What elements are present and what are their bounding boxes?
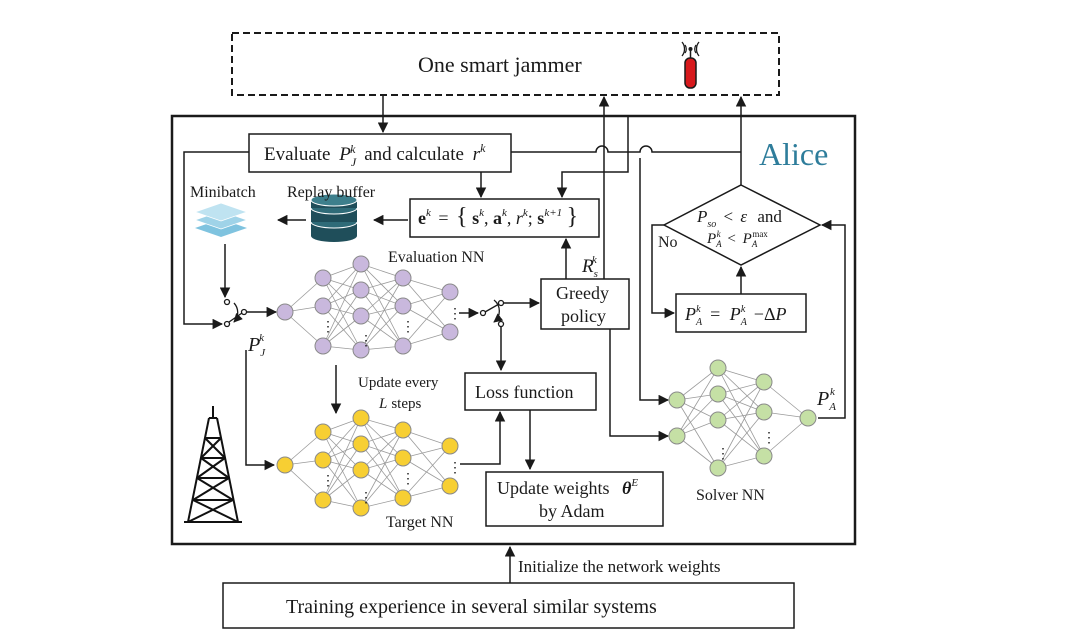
eval-neuron [394, 297, 412, 315]
pa-output-label: PAk [816, 386, 836, 413]
update-every-label: Update every [358, 375, 439, 391]
loss-function-label: Loss function [475, 382, 574, 402]
update-weights-box [485, 471, 664, 527]
solver-neuron [709, 385, 727, 403]
greedy-line2: policy [561, 306, 606, 326]
solver-neuron [709, 411, 727, 429]
eval-neuron [352, 341, 370, 359]
greedy-line1: Greedy [556, 283, 609, 303]
eval-neuron [441, 323, 459, 341]
target-ellipsis: ⋮ [359, 491, 373, 506]
target-neuron [394, 449, 412, 467]
minibatch-layers-icon [193, 202, 249, 237]
training-label: Training experience in several similar s… [286, 596, 657, 618]
eval-ellipsis: ⋮ [359, 334, 373, 349]
target-ellipsis: ⋮ [401, 472, 415, 487]
alice-label: Alice [759, 136, 828, 172]
no-label: No [658, 234, 678, 251]
eval-neuron [394, 337, 412, 355]
eval-neuron [394, 269, 412, 287]
eval-neuron [314, 337, 332, 355]
training-box [222, 582, 795, 629]
target-neuron [394, 489, 412, 507]
update-weights-line2: by Adam [539, 501, 605, 521]
input-switch [223, 298, 248, 328]
target-ellipsis: ⋮ [448, 461, 462, 476]
connectors [183, 95, 846, 471]
decision-line1: Pso < ε and [696, 207, 782, 231]
solver-nn: ⋮⋮ [668, 359, 817, 477]
target-neuron [394, 421, 412, 439]
power-update-box [675, 293, 807, 333]
eval-ellipsis: ⋮ [321, 320, 335, 335]
target-neuron [352, 461, 370, 479]
target-neuron [352, 499, 370, 517]
solver-neuron [755, 373, 773, 391]
solver-neuron [709, 459, 727, 477]
target-neuron [314, 491, 332, 509]
target-nn-label: Target NN [386, 514, 454, 531]
evaluate-text: Evaluate PJk and calculate rk [264, 137, 486, 169]
target-neuron [441, 437, 459, 455]
eval-neuron [314, 297, 332, 315]
pj-label: PJk [247, 332, 266, 359]
solver-neuron [755, 447, 773, 465]
greedy-policy-box [540, 278, 630, 330]
solver-ellipsis: ⋮ [716, 447, 730, 462]
experience-text: ek = { sk, ak, rk; sk+1 } [418, 200, 578, 230]
target-nn: ⋮ ⋮ ⋮ ⋮ [276, 409, 462, 517]
solver-neuron [668, 427, 686, 445]
eval-neuron [276, 303, 294, 321]
target-neuron [314, 423, 332, 441]
minibatch-label: Minibatch [190, 184, 256, 201]
power-update-text: PAk = PAk −ΔP [684, 296, 787, 328]
replay-buffer-label: Replay buffer [287, 184, 376, 201]
output-switch [479, 299, 505, 328]
eval-neuron [352, 255, 370, 273]
alice-box [170, 114, 857, 546]
transmission-tower-icon [184, 406, 242, 523]
decision-line2: PAk < PAmax [706, 225, 768, 249]
solver-neuron [709, 359, 727, 377]
solver-neuron [755, 403, 773, 421]
loss-function-box [464, 372, 597, 411]
target-neuron [352, 435, 370, 453]
replay-buffer-database-icon [310, 193, 358, 242]
initialize-label: Initialize the network weights [518, 557, 721, 576]
target-neuron [352, 409, 370, 427]
decision-diamond [662, 184, 822, 266]
evaluation-nn: ⋮ ⋮ ⋮ ⋮ [276, 255, 462, 359]
experience-box [409, 198, 600, 238]
update-weights-line1: Update weights θE [497, 477, 638, 498]
eval-ellipsis: ⋮ [401, 320, 415, 335]
solver-ellipsis: ⋮ [762, 431, 776, 446]
target-neuron [314, 451, 332, 469]
target-neuron [276, 456, 294, 474]
evaluation-nn-label: Evaluation NN [388, 249, 485, 266]
evaluate-box [248, 133, 512, 173]
eval-neuron [352, 307, 370, 325]
jammer-label: One smart jammer [418, 52, 582, 77]
target-ellipsis: ⋮ [321, 474, 335, 489]
eval-ellipsis: ⋮ [448, 307, 462, 322]
eval-neuron [314, 269, 332, 287]
rs-label: Rsk [581, 254, 598, 280]
solver-neuron [668, 391, 686, 409]
eval-neuron [352, 281, 370, 299]
solver-neuron [799, 409, 817, 427]
solver-nn-label: Solver NN [696, 487, 765, 504]
solver-edges [676, 367, 809, 469]
jammer-antenna-icon [681, 41, 700, 89]
target-neuron [441, 477, 459, 495]
eval-neuron [441, 283, 459, 301]
